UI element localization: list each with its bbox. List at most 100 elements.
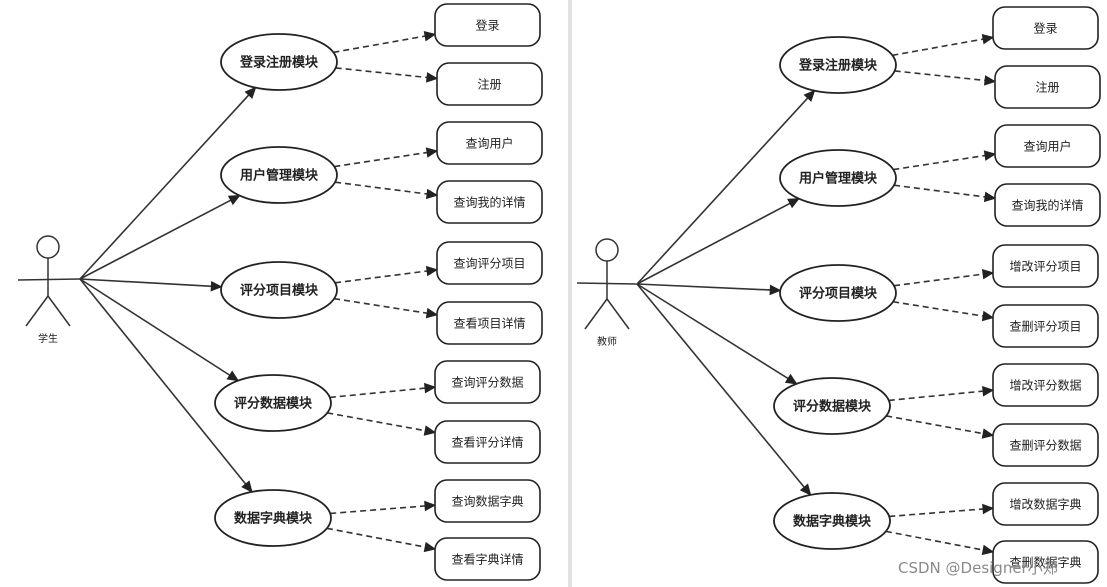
module-label: 用户管理模块 — [239, 168, 319, 184]
include-line — [334, 150, 438, 168]
leaf-use-case: 注册 — [436, 62, 543, 106]
module-ellipse — [220, 33, 338, 91]
association-line — [79, 278, 253, 493]
module-use-case: 评分项目模块 — [220, 261, 338, 319]
actor-right-leg — [47, 295, 71, 327]
association-arrowhead — [210, 280, 223, 292]
leaf-box — [992, 244, 1099, 288]
module-label: 评分数据模块 — [793, 399, 872, 415]
include-line — [893, 153, 996, 171]
leaf-label: 查看项目详情 — [453, 316, 525, 331]
leaf-label: 注册 — [477, 77, 501, 92]
association-line — [636, 197, 800, 285]
include-arrowhead — [425, 147, 439, 158]
leaf-box — [434, 537, 541, 581]
leaf-label: 登录 — [475, 18, 499, 33]
module-ellipse — [220, 261, 338, 319]
module-label: 评分项目模块 — [240, 283, 319, 299]
module-use-case: 评分数据模块 — [214, 374, 332, 432]
leaf-use-case: 增改评分数据 — [992, 363, 1099, 407]
leaf-use-case: 查看评分详情 — [434, 420, 541, 464]
leaf-label: 查询用户 — [1023, 139, 1071, 154]
actor-right-leg — [606, 298, 630, 330]
include-arrowhead — [981, 544, 995, 556]
leaf-label: 查询评分数据 — [451, 375, 523, 390]
include-line — [334, 297, 438, 316]
module-use-case: 登录注册模块 — [779, 36, 897, 94]
leaf-use-case: 查看项目详情 — [436, 301, 543, 345]
leaf-use-case: 登录 — [434, 3, 541, 47]
association-arrowhead — [226, 370, 240, 382]
include-arrowhead — [982, 385, 995, 397]
panel-divider — [568, 0, 572, 587]
module-ellipse — [779, 149, 897, 207]
association-arrowhead — [244, 86, 257, 99]
leaf-box — [436, 241, 543, 285]
leaf-box — [992, 6, 1099, 50]
include-arrowhead — [424, 382, 437, 394]
leaf-label: 查询评分项目 — [453, 257, 525, 271]
leaf-box — [436, 62, 543, 106]
association-line — [636, 283, 797, 385]
actor-left-leg — [584, 298, 608, 330]
include-line — [330, 504, 436, 515]
module-use-case: 登录注册模块 — [220, 33, 338, 91]
leaf-box — [434, 3, 541, 47]
include-arrowhead — [423, 30, 437, 42]
actor-head — [36, 235, 60, 259]
leaf-label: 查看字典详情 — [451, 552, 523, 567]
include-line — [894, 70, 996, 83]
module-label: 用户管理模块 — [798, 171, 878, 187]
association-line — [79, 87, 257, 280]
module-label: 评分数据模块 — [234, 396, 313, 412]
leaf-box — [436, 301, 543, 345]
leaf-use-case: 查询数据字典 — [434, 479, 541, 523]
association-arrowhead — [784, 373, 798, 385]
include-line — [888, 389, 994, 402]
association-line — [636, 283, 781, 292]
include-arrowhead — [423, 541, 437, 553]
teacher-use-case-diagram: 教师登录注册模块登录注册用户管理模块查询用户查询我的详情评分项目模块增改评分项目… — [576, 6, 1101, 584]
leaf-use-case: 查删评分项目 — [992, 304, 1099, 348]
leaf-box — [434, 420, 541, 464]
include-line — [893, 272, 994, 287]
module-ellipse — [773, 377, 891, 435]
leaf-label: 查询数据字典 — [451, 494, 523, 509]
actor-figure: 教师 — [576, 238, 638, 348]
include-arrowhead — [425, 265, 439, 277]
association-line — [79, 194, 241, 280]
leaf-box — [992, 363, 1099, 407]
leaf-use-case: 查删数据字典 — [992, 540, 1099, 584]
module-use-case: 数据字典模块 — [773, 492, 891, 550]
include-arrowhead — [423, 425, 437, 436]
module-use-case: 评分数据模块 — [773, 377, 891, 435]
actor-head — [595, 238, 619, 262]
include-arrowhead — [426, 72, 439, 83]
include-line — [333, 33, 436, 54]
leaf-use-case: 查询评分数据 — [434, 360, 541, 404]
association-arrowhead — [799, 483, 812, 496]
leaf-box — [994, 124, 1101, 168]
leaf-label: 查询我的详情 — [1011, 198, 1083, 213]
watermark-text: CSDN @Designer小郑 — [898, 559, 1058, 577]
include-arrowhead — [984, 75, 997, 86]
include-line — [885, 530, 994, 553]
include-line — [893, 184, 996, 200]
student-use-case-diagram: 学生登录注册模块登录注册用户管理模块查询用户查询我的详情评分项目模块查询评分项目… — [17, 3, 543, 581]
leaf-use-case: 查询我的详情 — [994, 183, 1101, 227]
include-line — [327, 412, 436, 434]
module-ellipse — [214, 489, 332, 547]
module-ellipse — [779, 36, 897, 94]
include-arrowhead — [981, 268, 995, 280]
leaf-label: 增改数据字典 — [1009, 497, 1081, 512]
include-line — [326, 527, 436, 550]
leaf-label: 查删数据字典 — [1009, 555, 1081, 570]
module-label: 数据字典模块 — [793, 514, 872, 530]
leaf-use-case: 增改数据字典 — [992, 482, 1099, 526]
association-arrowhead — [803, 89, 816, 102]
include-line — [889, 507, 994, 518]
leaf-box — [992, 482, 1099, 526]
module-label: 登录注册模块 — [798, 58, 878, 74]
actor-figure: 学生 — [17, 235, 81, 345]
